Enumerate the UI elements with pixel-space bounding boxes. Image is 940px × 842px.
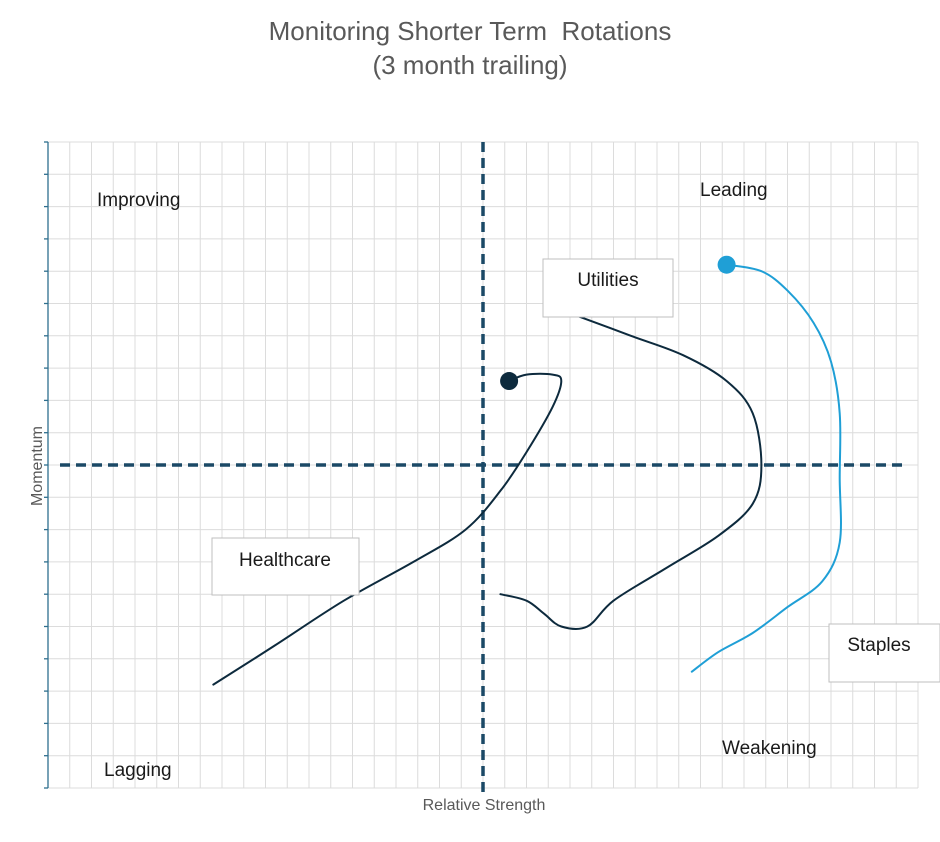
- quadrant-label-lagging: Lagging: [104, 760, 172, 781]
- series-end-marker-healthcare: [500, 372, 519, 391]
- series-group: [212, 255, 842, 686]
- series-line-utilities: [499, 315, 763, 630]
- series-line-healthcare: [212, 372, 563, 686]
- quadrant-label-leading: Leading: [700, 180, 768, 201]
- series-end-marker-staples: [717, 255, 736, 274]
- series-line-staples: [690, 263, 842, 673]
- chart-title: Monitoring Shorter Term Rotations: [268, 16, 672, 46]
- y-axis-label: Momentum: [29, 426, 46, 506]
- chart-title-block: Monitoring Shorter Term Rotations (3 mon…: [0, 14, 940, 82]
- x-axis-label: Relative Strength: [423, 797, 546, 814]
- chart-subtitle: (3 month trailing): [372, 50, 568, 80]
- y-axis-ticks: [44, 141, 48, 789]
- label-box-utilities: Utilities: [542, 258, 674, 318]
- label-box-staples: Staples: [828, 623, 940, 683]
- quadrant-label-improving: Improving: [97, 190, 180, 211]
- series-label-utilities: Utilities: [577, 270, 638, 291]
- quadrant-label-weakening: Weakening: [722, 738, 817, 759]
- series-label-healthcare: Healthcare: [239, 550, 331, 571]
- series-label-staples: Staples: [847, 635, 910, 656]
- label-box-healthcare: Healthcare: [211, 537, 360, 596]
